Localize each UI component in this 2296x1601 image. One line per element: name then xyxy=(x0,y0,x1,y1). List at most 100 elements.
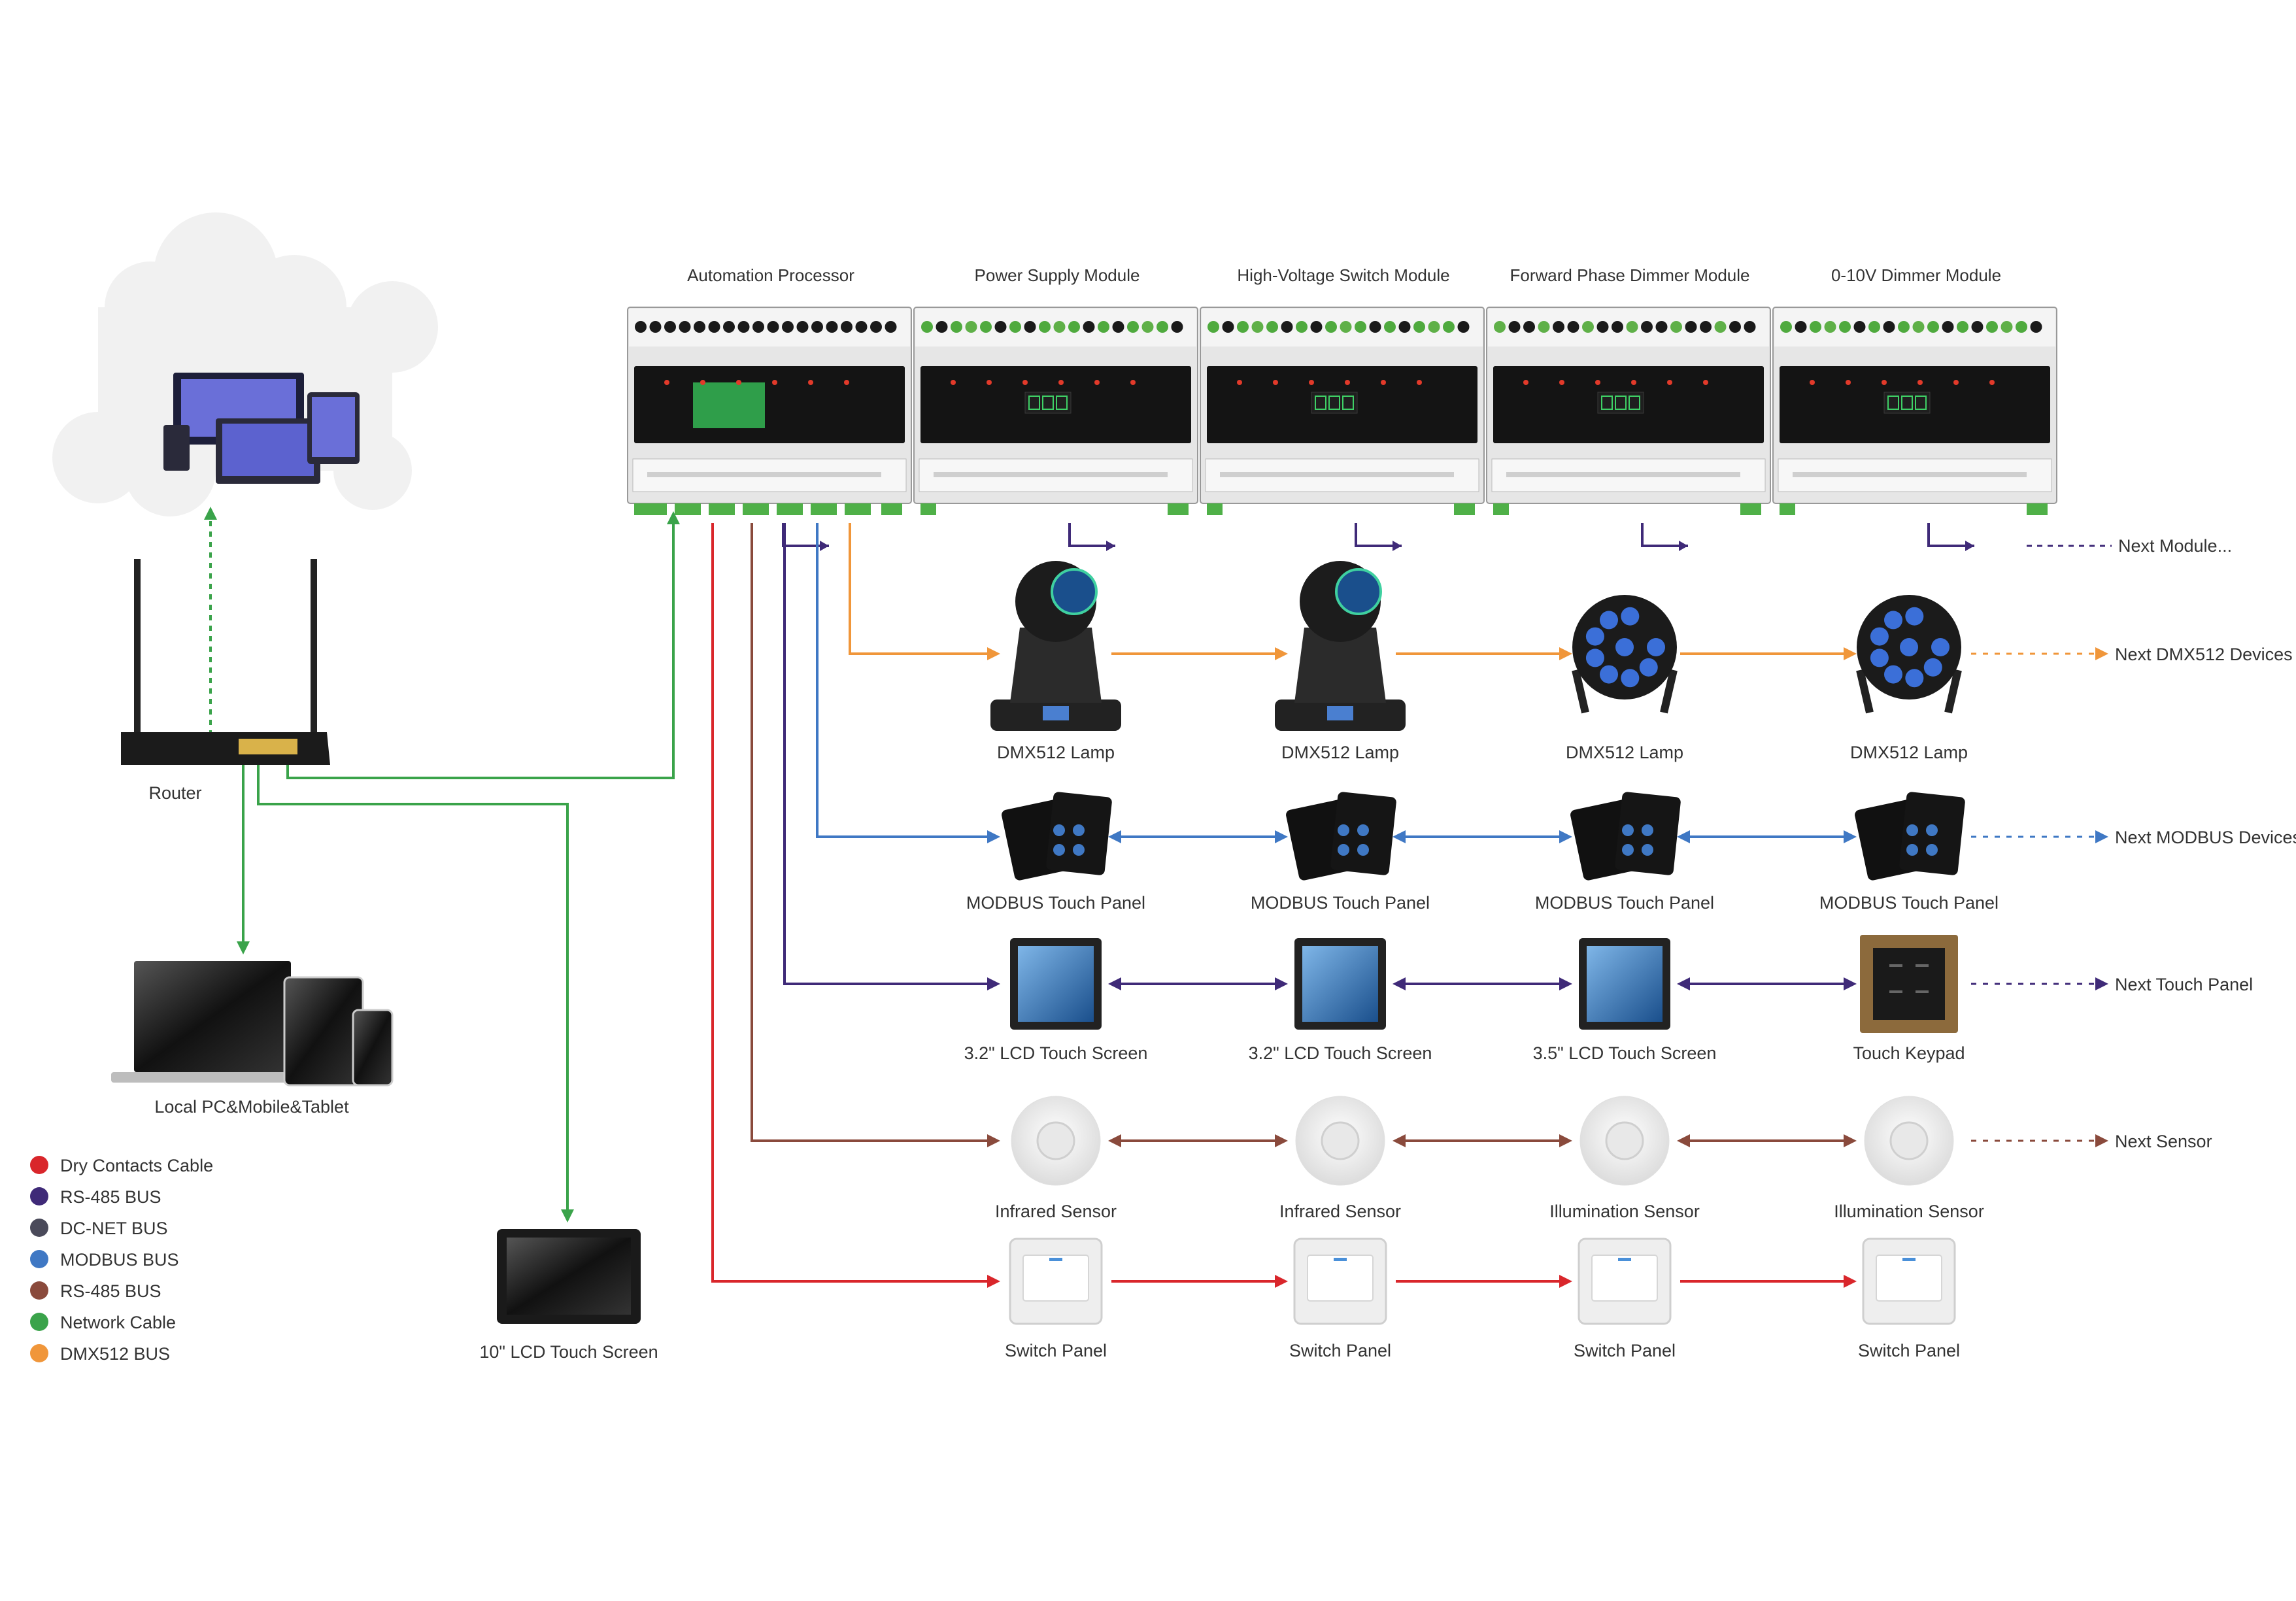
switch-rocker xyxy=(1591,1255,1658,1302)
device-par-light: DMX512 Lamp xyxy=(1850,595,1968,762)
device-label: Illumination Sensor xyxy=(1549,1202,1700,1221)
lamp-yoke xyxy=(1294,628,1386,703)
led-cell xyxy=(1585,627,1604,646)
device-sensor: Illumination Sensor xyxy=(1834,1096,1984,1221)
terminal-screw xyxy=(1912,321,1925,333)
terminal-screw xyxy=(1494,321,1506,333)
device-label: 3.5" LCD Touch Screen xyxy=(1533,1043,1717,1063)
processor-terminal xyxy=(845,503,871,515)
inter-module-link xyxy=(1927,523,1974,547)
led-cell xyxy=(1639,658,1658,677)
terminal-screw xyxy=(1141,321,1154,333)
panel-button xyxy=(1642,844,1653,856)
led-cell xyxy=(1615,638,1634,656)
led-cell xyxy=(1905,607,1924,626)
segment-digit xyxy=(1315,396,1326,410)
switch-panel-icon xyxy=(1578,1238,1672,1325)
module-label: Automation Processor xyxy=(687,265,854,285)
terminal-screw xyxy=(1714,321,1727,333)
processor-terminal xyxy=(709,503,735,515)
switch-rocker xyxy=(1876,1255,1942,1302)
terminal-connector xyxy=(881,503,902,515)
panel-button xyxy=(1073,844,1085,856)
device-label: DMX512 Lamp xyxy=(1566,743,1683,762)
segment-digit xyxy=(1901,396,1913,410)
arrowhead xyxy=(1679,541,1688,551)
panel-button xyxy=(1926,824,1938,836)
rail-slot xyxy=(1793,472,2027,477)
terminal-screw xyxy=(737,321,750,333)
terminal-screw xyxy=(1340,321,1352,333)
phone xyxy=(163,425,190,471)
terminal-screw xyxy=(1068,321,1080,333)
arrowhead xyxy=(1965,541,1974,551)
terminal-screw xyxy=(921,321,933,333)
device-touch-panel: MODBUS Touch Panel xyxy=(966,792,1145,913)
terminal-screw xyxy=(885,321,897,333)
indicator-led xyxy=(1953,380,1959,385)
terminal-screw xyxy=(1986,321,1998,333)
moving-head-icon xyxy=(1275,561,1406,731)
terminal-screw xyxy=(1898,321,1910,333)
terminal-screw xyxy=(1098,321,1109,333)
terminal-screw xyxy=(1596,321,1609,333)
legend-item: Dry Contacts Cable xyxy=(30,1156,213,1175)
terminal-screw xyxy=(1780,321,1792,333)
arrowhead xyxy=(204,507,217,520)
arrowhead xyxy=(1844,1275,1857,1288)
arrowhead xyxy=(667,511,680,524)
sensor-lens xyxy=(1605,1121,1644,1160)
touch-panel-icon xyxy=(1855,792,1965,881)
wires-layer xyxy=(204,507,2112,1288)
terminal-screw xyxy=(951,321,962,333)
arrowhead xyxy=(2095,977,2108,990)
arrowhead xyxy=(1559,647,1572,660)
switch-rocker xyxy=(1307,1255,1374,1302)
indicator-led xyxy=(1058,380,1064,385)
terminal-screw xyxy=(841,321,853,333)
terminal-screw xyxy=(936,321,948,333)
segment-digit xyxy=(1915,396,1927,410)
arrowhead xyxy=(1275,977,1288,990)
keypad-icon xyxy=(1860,935,1958,1033)
terminal-screw xyxy=(1942,321,1954,333)
arrowhead xyxy=(1108,1134,1121,1147)
legend-label: RS-485 BUS xyxy=(60,1281,161,1301)
module-1: Automation Processor xyxy=(627,265,912,515)
panel-button xyxy=(1053,824,1065,836)
device-label: DMX512 Lamp xyxy=(997,743,1115,762)
switch-led xyxy=(1334,1258,1347,1261)
touch-panel-icon xyxy=(1570,792,1681,881)
touch-panel-icon xyxy=(1002,792,1112,881)
led-cell xyxy=(1905,669,1924,688)
module-4: Forward Phase Dimmer Module xyxy=(1486,265,1771,515)
bus-trunk-rs485b xyxy=(751,523,997,1142)
status-lcd xyxy=(693,382,765,428)
device-switch-panel: Switch Panel xyxy=(1005,1238,1107,1360)
terminal-screw xyxy=(767,321,779,333)
arrowhead xyxy=(2095,1134,2108,1147)
indicator-led xyxy=(1523,380,1528,385)
module-label: Forward Phase Dimmer Module xyxy=(1510,265,1749,285)
bus-trunk-rs485a xyxy=(783,523,997,985)
terminal-screw xyxy=(1626,321,1638,333)
router-body xyxy=(121,732,330,765)
terminal-screw xyxy=(1971,321,1984,333)
par-light-icon xyxy=(1856,595,1962,714)
led-cell xyxy=(1870,649,1889,667)
terminal-screw xyxy=(1237,321,1249,333)
legend-swatch xyxy=(30,1156,48,1174)
legend-item: DMX512 BUS xyxy=(30,1344,170,1364)
panel-button xyxy=(1053,844,1065,856)
bus-trunk-modbus xyxy=(816,523,997,838)
terminal-screw xyxy=(855,321,868,333)
legend-swatch xyxy=(30,1281,48,1300)
seven-segment-display xyxy=(1311,392,1358,414)
indicator-led xyxy=(664,380,669,385)
keypad-glass xyxy=(1873,948,1945,1020)
terminal-screw xyxy=(1024,321,1036,333)
led-cell xyxy=(1884,611,1902,630)
